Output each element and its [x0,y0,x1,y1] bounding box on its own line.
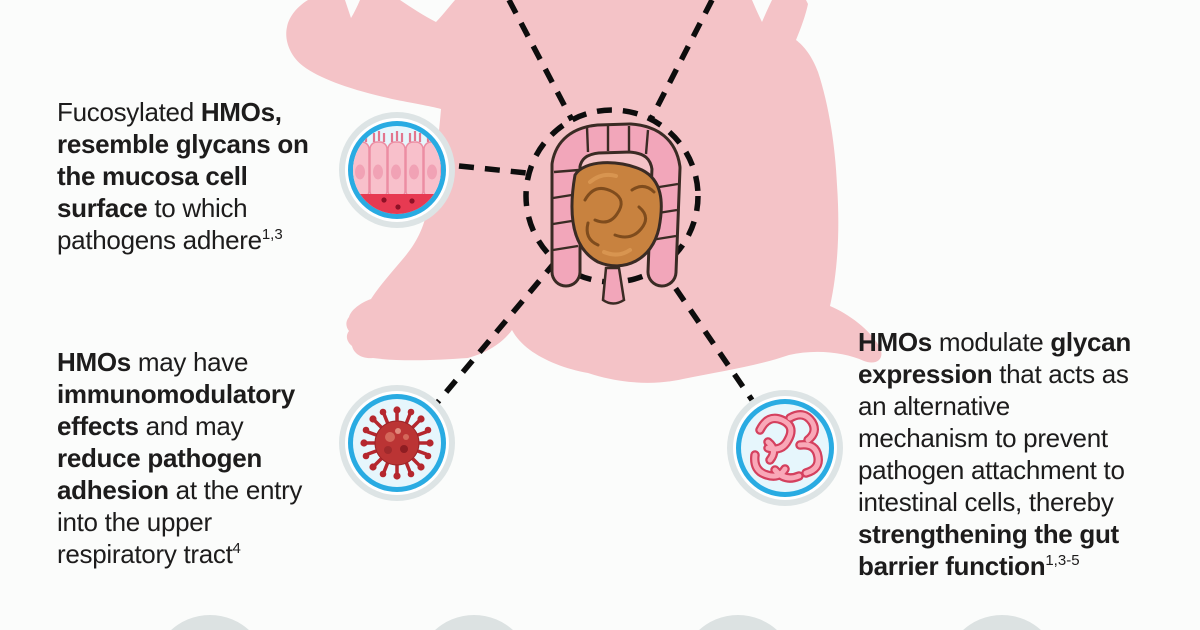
bottom-partial-circle-1 [171,615,249,630]
connector-line-mucosa [458,163,528,176]
reference-superscript: 4 [232,540,241,557]
gut-bacteria-icon [727,390,843,506]
connector-line-virus [434,259,559,405]
bottom-partial-circle-2 [435,615,513,630]
mucosa-callout: Fucosylated HMOs, resemble glycans on th… [57,97,309,255]
virus-particle-icon [339,385,455,501]
connector-line-bacteria [658,265,755,402]
reference-superscript: 1,3 [261,226,283,243]
reference-superscript: 1,3-5 [1045,552,1080,569]
bottom-partial-circle-3 [699,615,777,630]
glycan-callout: HMOs modulate glycan expression that act… [858,327,1131,581]
mucosa-epithelium-icon [339,112,455,228]
connector-line-top-right [648,0,715,121]
bottom-partial-circle-4 [963,615,1041,630]
intestines-illustration [550,122,682,305]
connector-line-top-left [506,0,575,122]
bottom-row-circles [171,615,1041,630]
immuno-callout: HMOs may have immunomodulatory effects a… [57,347,303,569]
